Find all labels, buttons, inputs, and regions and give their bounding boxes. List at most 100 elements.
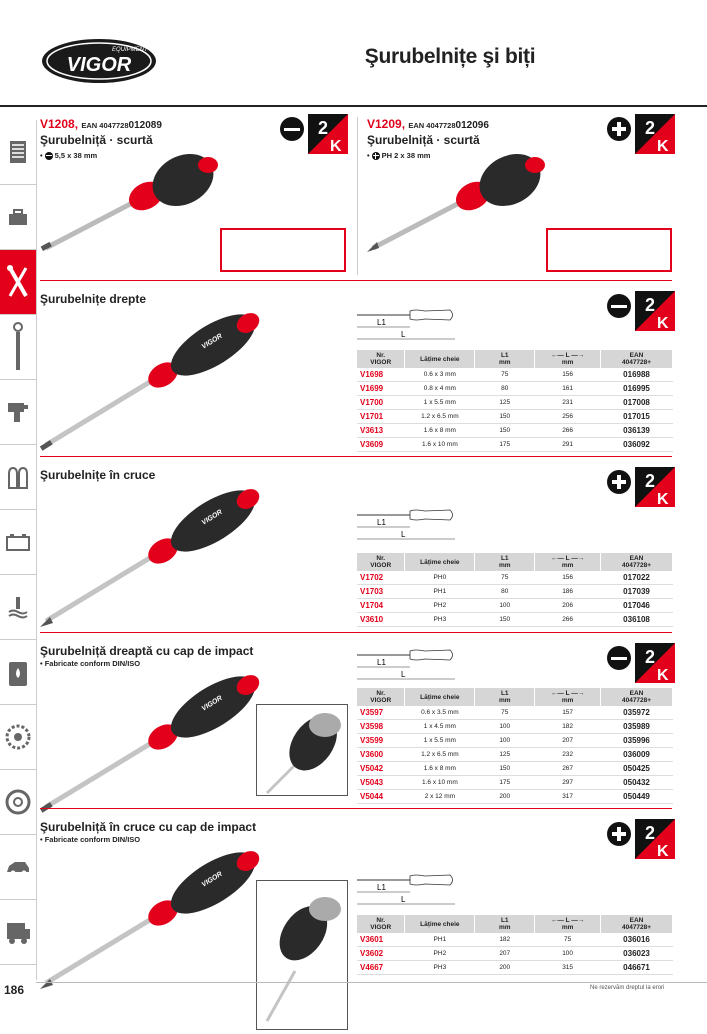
column-header: Lățime cheie	[404, 553, 476, 572]
l-value: 267	[534, 761, 601, 777]
key-width: 0.8 x 4 mm	[404, 381, 475, 397]
truck-icon[interactable]	[0, 900, 36, 965]
key-width: PH3	[404, 612, 475, 628]
l-value: 157	[534, 706, 601, 721]
section-rule	[40, 280, 672, 281]
key-width: 2 x 12 mm	[404, 789, 475, 805]
key-width: 1.6 x 8 mm	[404, 423, 475, 439]
phillips-tip-badge	[607, 117, 631, 141]
product-code: V1209,	[367, 117, 406, 131]
dim-l: L	[401, 895, 406, 904]
item-number: V3601	[357, 933, 405, 948]
item-number: V5043	[357, 775, 405, 791]
l-value: 207	[534, 733, 601, 749]
l1-value: 182	[474, 933, 535, 948]
brake-disc-icon[interactable]	[0, 705, 36, 770]
wrench-screwdriver-icon[interactable]	[0, 250, 36, 315]
ean-suffix: 036108	[600, 612, 673, 628]
ean-label: EAN 4047728	[408, 121, 456, 130]
l-value: 186	[534, 584, 601, 600]
l1-value: 150	[474, 612, 535, 628]
badge-number: 2	[645, 471, 655, 491]
battery-icon[interactable]	[0, 510, 36, 575]
key-width: PH1	[404, 584, 475, 600]
ean-suffix: 036016	[600, 933, 673, 948]
dim-l1: L1	[377, 518, 386, 527]
item-number: V3613	[357, 423, 405, 439]
l-value: 156	[534, 571, 601, 586]
coolant-icon[interactable]	[0, 575, 36, 640]
gloves-icon[interactable]	[0, 445, 36, 510]
column-header: Nr.VIGOR	[357, 350, 406, 369]
item-number: V1701	[357, 409, 405, 425]
item-number: V3602	[357, 946, 405, 962]
dimension-diagram: L1 L	[357, 509, 455, 540]
l-value: 206	[534, 598, 601, 614]
column-divider	[357, 117, 358, 275]
l1-value: 100	[474, 719, 535, 735]
item-number: V3597	[357, 706, 405, 721]
key-width: 0.6 x 3 mm	[404, 368, 475, 383]
column-header: ←— L —→mm	[534, 553, 602, 572]
car-body-icon[interactable]	[0, 835, 36, 900]
ean-suffix: 017015	[600, 409, 673, 425]
ean-suffix: 016995	[600, 381, 673, 397]
tool-cabinet-icon[interactable]	[0, 120, 36, 185]
ean-suffix: 012096	[455, 120, 489, 131]
impact-wrench-icon[interactable]	[0, 380, 36, 445]
key-width: PH0	[404, 571, 475, 586]
dim-l: L	[401, 670, 406, 679]
l1-value: 207	[474, 946, 535, 962]
wheel-icon[interactable]	[0, 770, 36, 835]
column-header: ←— L —→mm	[534, 688, 602, 707]
section-rule	[40, 456, 672, 457]
column-header: ←— L —→mm	[534, 350, 602, 369]
key-width: 1 x 5.5 mm	[404, 395, 475, 411]
key-width: 1 x 5.5 mm	[404, 733, 475, 749]
section-subtitle: • Fabricate conform DIN/ISO	[40, 835, 141, 844]
short-screwdriver-slotted-image	[40, 154, 218, 251]
item-number: V5042	[357, 761, 405, 777]
badge-letter: K	[330, 138, 342, 154]
toolbox-icon[interactable]	[0, 185, 36, 250]
slotted-tip-badge	[280, 117, 304, 141]
item-number: V3599	[357, 733, 405, 749]
oil-can-icon[interactable]	[0, 640, 36, 705]
badge-number: 2	[645, 823, 655, 843]
l-value: 266	[534, 612, 601, 628]
torque-wrench-icon[interactable]	[0, 315, 36, 380]
key-width: 1 x 4.5 mm	[404, 719, 475, 735]
column-header: ←— L —→mm	[534, 915, 602, 934]
l1-value: 75	[474, 706, 535, 721]
item-number: V1703	[357, 584, 405, 600]
ean-suffix: 035972	[600, 706, 673, 721]
ean-suffix: 017022	[600, 571, 673, 586]
ean-suffix: 012089	[128, 120, 162, 131]
ean-suffix: 036023	[600, 946, 673, 962]
warranty-2k-badge: 2K	[635, 467, 675, 507]
key-width: PH3	[404, 960, 475, 976]
impact-cap-detail-image	[256, 704, 348, 796]
l1-value: 150	[474, 423, 535, 439]
badge-letter: K	[657, 491, 669, 507]
section-title: Şurubelniță în cruce cu cap de impact	[40, 820, 257, 834]
price-box	[220, 228, 346, 272]
badge-number: 2	[645, 295, 655, 315]
dimension-diagram: L1 L	[357, 649, 455, 680]
l1-value: 75	[474, 571, 535, 586]
screwdriver-image: VIGOR	[40, 489, 260, 627]
